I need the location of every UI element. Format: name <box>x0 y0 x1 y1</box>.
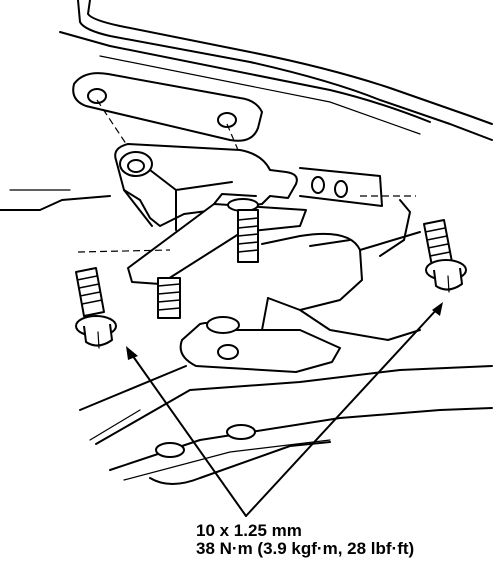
housing-holes <box>299 167 383 207</box>
bolt-left <box>75 267 117 349</box>
upper-bracket <box>72 72 263 142</box>
arrowhead-right <box>432 302 443 316</box>
upper-housing <box>0 0 493 211</box>
torque-text: 38 N·m (3.9 kgf·m, 28 lbf·ft) <box>196 539 415 558</box>
bracket-hole-left <box>87 88 107 104</box>
arrowhead-left <box>126 346 138 360</box>
callout-leaders <box>126 302 443 517</box>
bolt-right <box>423 219 467 293</box>
mount-bracket <box>114 143 298 231</box>
mount-plate <box>127 193 307 285</box>
lower-frame <box>79 199 493 485</box>
frame-hole <box>217 344 239 360</box>
mount-studs <box>157 209 259 319</box>
bolt-size-text: 10 x 1.25 mm <box>196 521 302 540</box>
bracket-hole-right <box>217 112 237 128</box>
torque-spec-label: 10 x 1.25 mm 38 N·m (3.9 kgf·m, 28 lbf·f… <box>196 522 414 558</box>
